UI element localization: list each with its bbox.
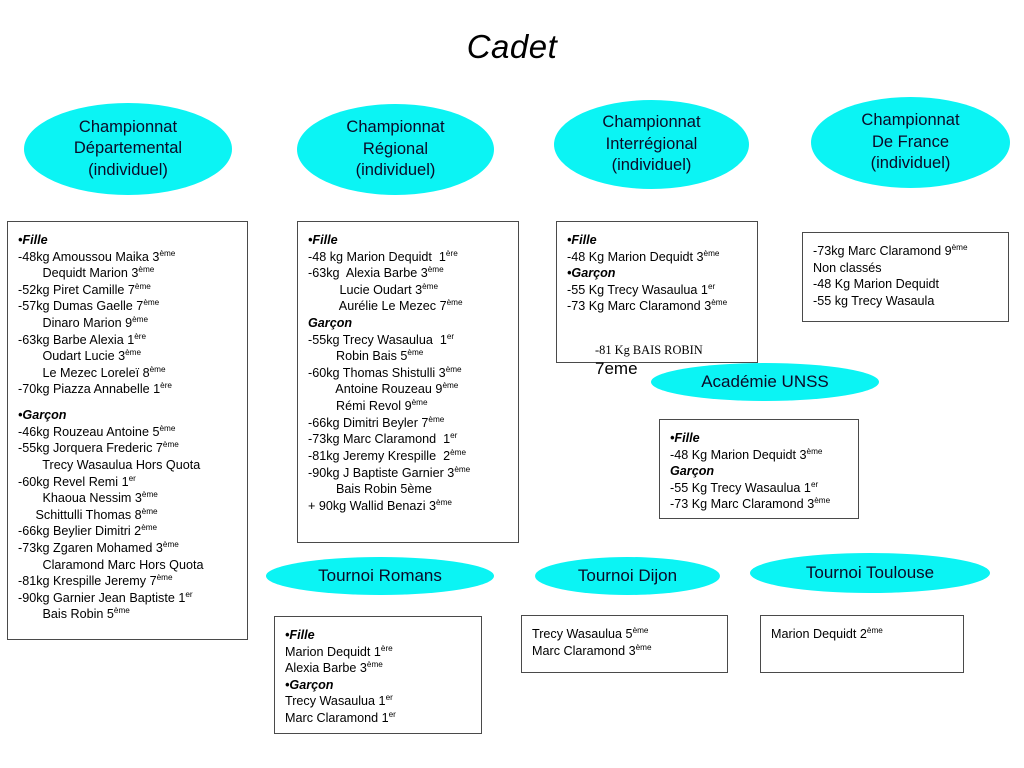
box-championnat-interregional[interactable]: •Fille -48 Kg Marion Dequidt 3ème •Garço… [556, 221, 758, 378]
box-championnat-regional[interactable]: •Fille -48 kg Marion Dequidt 1ère -63kg … [297, 221, 519, 543]
list-item: -63kg Barbe Alexia 1ère [18, 331, 147, 347]
box-regional-content: •Fille -48 kg Marion Dequidt 1ère -63kg … [298, 222, 518, 520]
list-item: Alexia Barbe 3ème [285, 660, 383, 676]
list-item: -73kg Marc Claramond 1er [308, 431, 458, 447]
list-item: Le Mezec Loreleï 8ème [42, 364, 166, 380]
box-toulouse-content: Marion Dequidt 2ème [761, 616, 963, 649]
ellipse-championnat-interregional[interactable]: Championnat Interrégional (individuel) [554, 100, 749, 189]
garcon-list: -55kg Trecy Wasaulua 1er Robin Bais 5ème… [308, 332, 510, 515]
box-romans-content: •Fille Marion Dequidt 1ère Alexia Barbe … [275, 617, 481, 733]
list-item: Khaoua Nessim 3ème [39, 489, 158, 506]
box-academie-content: •Fille -48 Kg Marion Dequidt 3ème Garçon… [660, 420, 858, 519]
page-title: Cadet [466, 28, 558, 65]
list-item: Dinaro Marion 9ème [42, 314, 149, 331]
fille-header: •Fille [308, 233, 338, 247]
list-item: -90kg J Baptiste Garnier 3ème [308, 464, 471, 480]
fille-list: -48kg Amoussou Maika 3ème Dequidt Marion… [18, 249, 239, 398]
list-item: Trecy Wasaulua Hors Quota [39, 457, 201, 472]
ellipse-championnat-regional[interactable]: Championnat Régional (individuel) [297, 104, 494, 195]
list-item: -48 Kg Marion Dequidt [813, 277, 940, 292]
list-item: -73kg Marc Claramond 9ème [813, 242, 968, 258]
list-item: Lucie Oudart 3ème [329, 281, 439, 297]
garcon-header: •Garçon [18, 408, 67, 423]
list-item: Trecy Wasaulua 5ème [532, 625, 649, 641]
list-item: -63kg Alexia Barbe 3ème [308, 265, 444, 281]
garcon-header: •Garçon [285, 677, 334, 692]
fille-header: •Fille [567, 233, 597, 247]
list-item: -81kg Jeremy Krespille 2ème [308, 447, 467, 463]
list-item: Aurélie Le Mezec 7ème [329, 298, 463, 314]
ellipse-championnat-departemental[interactable]: Championnat Départemental (individuel) [24, 103, 232, 195]
list-item: Dequidt Marion 3ème [42, 265, 155, 281]
list-item: -66kg Beylier Dimitri 2ème [18, 523, 158, 539]
list-item: Trecy Wasaulua 1er [285, 693, 393, 709]
list-item: -48 kg Marion Dequidt 1ère [308, 248, 458, 264]
list-item: -60kg Revel Remi 1er [18, 473, 136, 489]
list-item: -55 Kg Trecy Wasaulua 1er [670, 479, 819, 495]
list-item: -73 Kg Marc Claramond 3ème [567, 298, 728, 314]
list-item: -70kg Piazza Annabelle 1ère [18, 381, 172, 397]
list-item: -90kg Garnier Jean Baptiste 1er [18, 589, 193, 605]
list-item: Claramond Marc Hors Quota [39, 557, 204, 572]
box-tournoi-dijon[interactable]: Trecy Wasaulua 5ème Marc Claramond 3ème [521, 615, 728, 673]
fille-header: •Fille [285, 628, 315, 642]
list-item: Bais Robin 5ème [39, 606, 130, 622]
box-championnat-de-france[interactable]: -73kg Marc Claramond 9ème Non classés -4… [802, 232, 1009, 322]
list-item-extra: -81 Kg BAIS ROBIN 7eme [567, 325, 749, 397]
list-item: Robin Bais 5ème [329, 348, 424, 364]
list-item: -60kg Thomas Shistulli 3ème [308, 364, 462, 380]
list-item: Antoine Rouzeau 9ème [329, 381, 459, 397]
ellipse-championnat-de-france[interactable]: Championnat De France (individuel) [811, 97, 1010, 188]
box-academie-unss[interactable]: •Fille -48 Kg Marion Dequidt 3ème Garçon… [659, 419, 859, 519]
list-item: Rémi Revol 9ème [329, 397, 428, 414]
list-item: -81kg Krespille Jeremy 7ème [18, 573, 173, 589]
list-item: -66kg Dimitri Beyler 7ème [308, 414, 445, 430]
ellipse-tournoi-dijon[interactable]: Tournoi Dijon [535, 557, 720, 595]
list-item: -73 Kg Marc Claramond 3ème [670, 496, 831, 512]
fille-list: -48 kg Marion Dequidt 1ère -63kg Alexia … [308, 249, 510, 315]
section-gap [567, 315, 749, 325]
list-item: -55 kg Trecy Wasaula [813, 293, 935, 308]
list-item: -57kg Dumas Gaelle 7ème [18, 298, 160, 314]
list-item: Non classés [813, 260, 882, 275]
extra-serif-text: -81 Kg BAIS ROBIN [595, 342, 703, 357]
list-item: Marion Dequidt 2ème [771, 625, 883, 641]
box-departemental-content: •Fille -48kg Amoussou Maika 3ème Dequidt… [8, 222, 247, 629]
box-interregional-content: •Fille -48 Kg Marion Dequidt 3ème •Garço… [557, 222, 757, 403]
box-dijon-content: Trecy Wasaulua 5ème Marc Claramond 3ème [522, 616, 727, 665]
list-item: -73kg Zgaren Mohamed 3ème [18, 539, 179, 555]
list-item: Schittulli Thomas 8ème [35, 506, 158, 522]
garcon-list: -46kg Rouzeau Antoine 5ème -55kg Jorquer… [18, 424, 239, 623]
garcon-header: Garçon [670, 464, 715, 479]
list-item: -52kg Piret Camille 7ème [18, 281, 151, 297]
fille-header: •Fille [670, 431, 700, 445]
list-item: Marion Dequidt 1ère [285, 643, 393, 659]
list-item: -55kg Jorquera Frederic 7ème [18, 440, 179, 456]
list-item: -48 Kg Marion Dequidt 3ème [567, 248, 720, 264]
box-tournoi-toulouse[interactable]: Marion Dequidt 2ème [760, 615, 964, 673]
list-item: -55kg Trecy Wasaulua 1er [308, 331, 455, 347]
list-item: -46kg Rouzeau Antoine 5ème [18, 423, 176, 439]
list-item: -48 Kg Marion Dequidt 3ème [670, 446, 823, 462]
list-item: + 90kg Wallid Benazi 3ème [308, 497, 452, 513]
list-item: Marc Claramond 1er [285, 709, 396, 726]
list-item: Oudart Lucie 3ème [42, 348, 142, 364]
ellipse-tournoi-romans[interactable]: Tournoi Romans [266, 557, 494, 595]
ellipse-academie-unss[interactable]: Académie UNSS [651, 363, 879, 401]
list-item: -55 Kg Trecy Wasaulua 1er [567, 281, 716, 297]
box-championnat-departemental[interactable]: •Fille -48kg Amoussou Maika 3ème Dequidt… [7, 221, 248, 640]
ellipse-tournoi-toulouse[interactable]: Tournoi Toulouse [750, 553, 990, 593]
section-gap [18, 398, 239, 407]
list-item: -48kg Amoussou Maika 3ème [18, 248, 176, 264]
garcon-header: Garçon [308, 316, 353, 331]
garcon-header: •Garçon [567, 266, 616, 281]
box-tournoi-romans[interactable]: •Fille Marion Dequidt 1ère Alexia Barbe … [274, 616, 482, 734]
box-de-france-content: -73kg Marc Claramond 9ème Non classés -4… [803, 233, 1008, 315]
list-item: Bais Robin 5ème [329, 482, 432, 497]
extra-rank-text: 7eme [595, 359, 638, 379]
list-item: Marc Claramond 3ème [532, 642, 652, 658]
fille-header: •Fille [18, 233, 48, 247]
